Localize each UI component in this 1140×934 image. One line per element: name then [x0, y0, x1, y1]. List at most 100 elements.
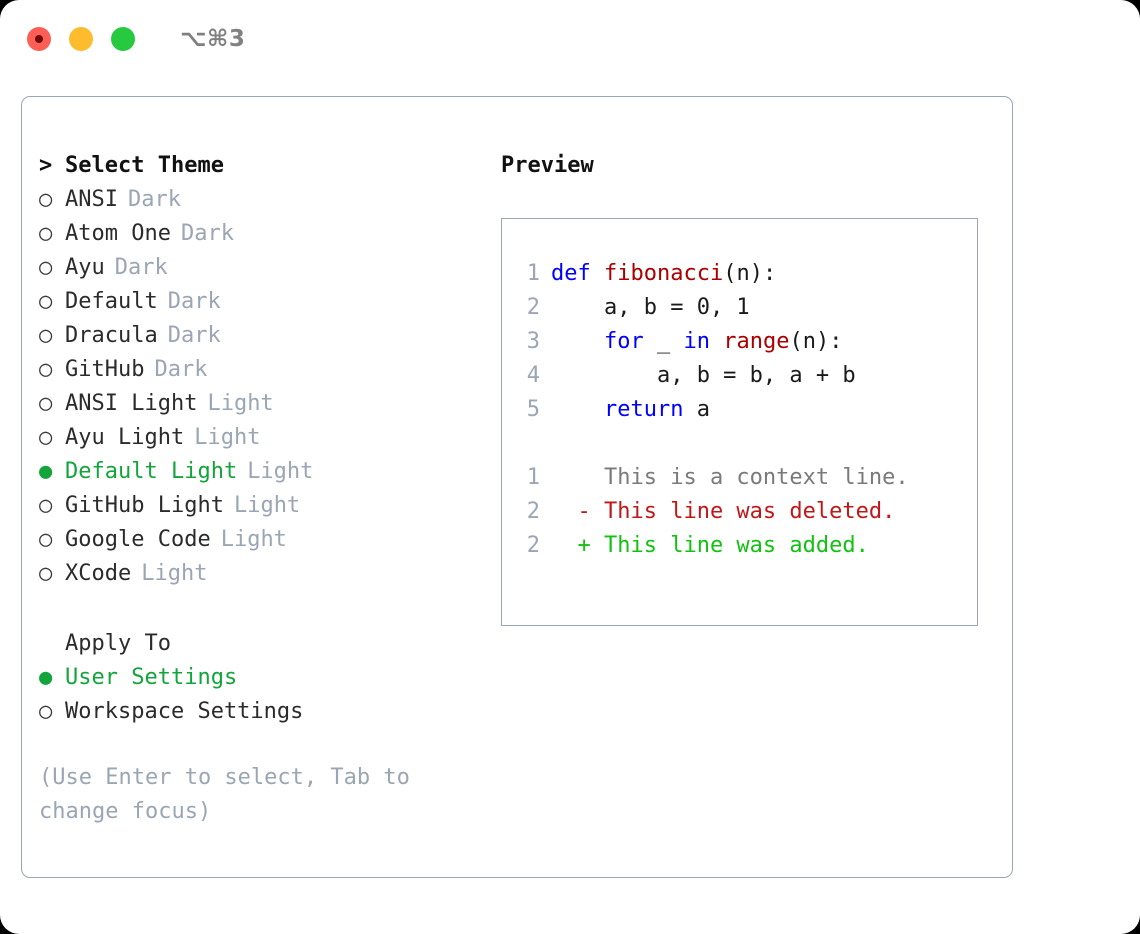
hint-spacer — [39, 729, 469, 761]
theme-name-label: Default Light — [65, 459, 238, 484]
code-line-text: return a — [551, 393, 710, 427]
code-line: 2 a, b = 0, 1 — [518, 291, 971, 325]
radio-unselected-icon: ○ — [39, 493, 53, 518]
apply-to-list-item[interactable]: ● User Settings — [39, 661, 469, 695]
radio-unselected-icon: ○ — [39, 289, 53, 314]
code-line: 1 def fibonacci(n): — [518, 257, 971, 291]
select-theme-heading-label: Select Theme — [65, 153, 224, 178]
code-blank-line — [518, 427, 971, 461]
line-number: 2 — [526, 499, 540, 524]
code-line-text: def fibonacci(n): — [551, 257, 776, 291]
theme-kind-badge: Light — [194, 425, 261, 450]
theme-name-label: Atom One — [65, 221, 171, 246]
diff-line-text: + This line was added. — [551, 533, 869, 558]
theme-name-label: Google Code — [65, 527, 211, 552]
code-line-text: a, b = b, a + b — [551, 359, 856, 393]
keyboard-shortcut-label: ⌥⌘3 — [180, 26, 246, 52]
apply-to-heading: ○ Apply To — [39, 627, 469, 661]
theme-name-label: Dracula — [65, 323, 158, 348]
theme-list-item[interactable]: ○ Atom One Dark — [39, 217, 469, 251]
radio-unselected-icon: ○ — [39, 391, 53, 416]
theme-kind-badge: Dark — [127, 187, 181, 212]
diff-line: 1 This is a context line. — [518, 461, 971, 495]
theme-name-label: Default — [65, 289, 158, 314]
diff-line: 2 - This line was deleted. — [518, 495, 971, 529]
traffic-lights — [27, 27, 135, 51]
theme-kind-badge: Dark — [180, 221, 234, 246]
window-titlebar: ⌥⌘3 — [0, 0, 1140, 78]
theme-name-label: Ayu Light — [65, 425, 185, 450]
radio-unselected-icon: ○ — [39, 187, 53, 212]
code-token: _ — [643, 329, 684, 354]
theme-kind-badge: Light — [247, 459, 314, 484]
theme-name-label: Ayu — [65, 255, 105, 280]
theme-kind-badge: Light — [141, 561, 208, 586]
theme-kind-badge: Light — [207, 391, 274, 416]
theme-kind-badge: Dark — [167, 289, 221, 314]
maximize-button-icon[interactable] — [111, 27, 135, 51]
code-token: for — [603, 329, 644, 354]
theme-kind-badge: Light — [220, 527, 287, 552]
theme-list-item[interactable]: ○ XCode Light — [39, 557, 469, 591]
theme-name-label: XCode — [65, 561, 132, 586]
line-number: 1 — [526, 261, 540, 286]
code-token: (n): — [789, 329, 843, 354]
theme-kind-badge: Dark — [154, 357, 208, 382]
apply-to-label: User Settings — [65, 665, 238, 690]
code-token: return — [603, 397, 684, 422]
line-number: 2 — [526, 533, 540, 558]
theme-list-item[interactable]: ○ GitHub Dark — [39, 353, 469, 387]
radio-unselected-icon: ○ — [39, 357, 53, 382]
code-token: (n): — [723, 261, 777, 286]
code-token: a, b = 0, 1 — [551, 295, 750, 320]
radio-unselected-icon: ○ — [39, 425, 53, 450]
recording-dot-icon — [35, 35, 43, 43]
line-number: 5 — [526, 397, 540, 422]
line-number: 1 — [526, 465, 540, 490]
close-button-icon[interactable] — [27, 27, 51, 51]
diff-line-text: - This line was deleted. — [551, 499, 896, 524]
line-number: 4 — [526, 363, 540, 388]
theme-name-label: GitHub Light — [65, 493, 224, 518]
diff-line-text: This is a context line. — [551, 465, 909, 490]
code-token — [551, 397, 604, 422]
code-token: in — [683, 329, 710, 354]
radio-unselected-icon: ○ — [39, 561, 53, 586]
radio-unselected-icon: ○ — [39, 255, 53, 280]
code-line: 5 return a — [518, 393, 971, 427]
theme-list-item[interactable]: ○ Ayu Light Light — [39, 421, 469, 455]
line-number: 3 — [526, 329, 540, 354]
theme-kind-badge: Dark — [167, 323, 221, 348]
line-number: 2 — [526, 295, 540, 320]
keyboard-hint-text: (Use Enter to select, Tab to change focu… — [39, 765, 410, 824]
spacer-icon: ○ — [39, 627, 65, 661]
code-token: a — [683, 397, 710, 422]
code-token: def — [551, 261, 604, 286]
radio-selected-icon: ● — [39, 665, 53, 690]
theme-name-label: GitHub — [65, 357, 145, 382]
radio-unselected-icon: ○ — [39, 699, 53, 724]
theme-list-item[interactable]: ○ Default Dark — [39, 285, 469, 319]
apply-to-list-item[interactable]: ○ Workspace Settings — [39, 695, 469, 729]
code-token: a, b = b, a + b — [551, 363, 856, 388]
preview-title: Preview — [501, 153, 594, 178]
section-spacer — [39, 591, 469, 627]
radio-unselected-icon: ○ — [39, 221, 53, 246]
code-token: range — [723, 329, 790, 354]
apply-to-label: Workspace Settings — [65, 699, 304, 724]
minimize-button-icon[interactable] — [69, 27, 93, 51]
code-line: 4 a, b = b, a + b — [518, 359, 971, 393]
